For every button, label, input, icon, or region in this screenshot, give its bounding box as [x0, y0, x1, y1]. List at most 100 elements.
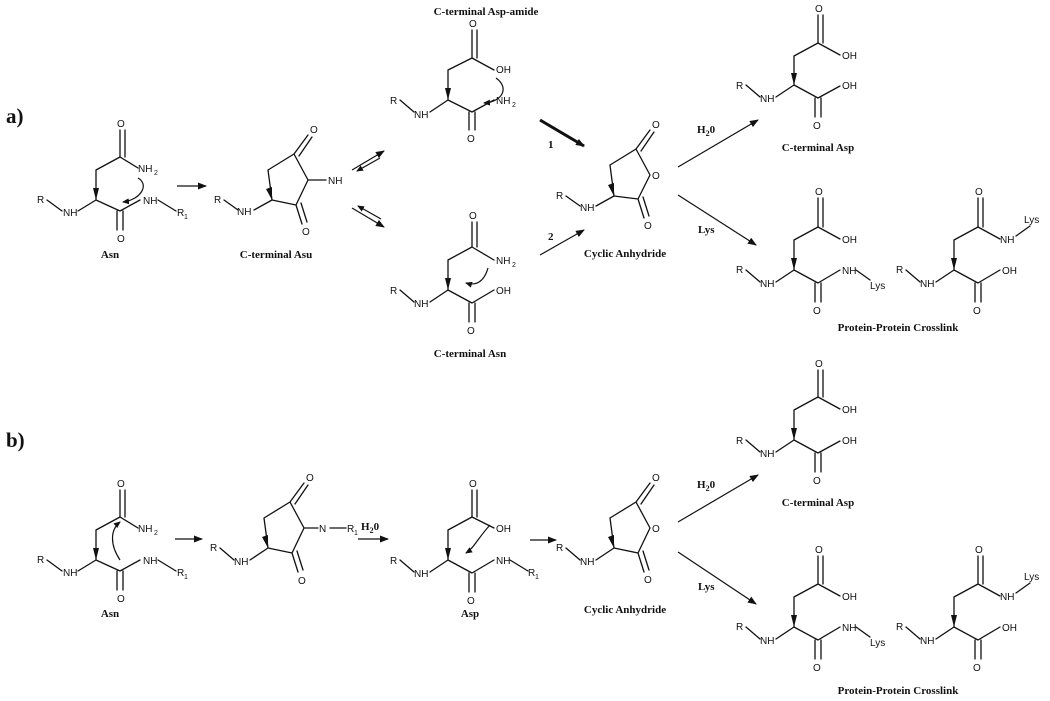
- atom-label: O: [469, 211, 477, 222]
- atom-label: O: [469, 479, 477, 490]
- asp-structure-b: R NH O OH NH R 1 O: [390, 479, 539, 607]
- atom-label: 1: [354, 530, 358, 537]
- atom-label: R: [390, 286, 397, 297]
- atom-label: NH: [63, 208, 77, 219]
- atom-label: NH: [143, 196, 157, 207]
- atom-label: O: [298, 576, 306, 587]
- atom-label: R: [177, 208, 184, 219]
- label-path-1: 1: [548, 139, 554, 151]
- crosslink-left-structure-a: R NH O OH NH Lys O: [736, 187, 885, 317]
- reagent-h2o-a: H20: [697, 124, 716, 138]
- atom-label: NH: [414, 299, 428, 310]
- atom-label: R: [736, 436, 743, 447]
- arrow-anhydride-to-crosslink-a: [677, 194, 757, 246]
- atom-label: NH: [414, 110, 428, 121]
- atom-label: O: [467, 596, 475, 607]
- caption-asn-a: Asn: [101, 249, 119, 261]
- atom-label: OH: [842, 592, 857, 603]
- atom-label: R: [736, 622, 743, 633]
- atom-label: 1: [184, 574, 188, 581]
- atom-label: NH: [496, 556, 510, 567]
- reagent-h2o-b: H20: [697, 479, 716, 493]
- atom-label: 1: [535, 574, 539, 581]
- arrow-path-1: [539, 118, 585, 148]
- atom-label: O: [815, 545, 823, 556]
- caption-c-terminal-asn: C-terminal Asn: [434, 348, 506, 360]
- asp-amide-structure: R NH O OH NH 2 O: [390, 19, 516, 145]
- arrow-anhydride-to-asp-a: [677, 119, 759, 168]
- atom-label: NH: [760, 449, 774, 460]
- crosslink-right-structure-a: R NH O NH Lys OH O: [896, 187, 1039, 317]
- atom-label: OH: [1002, 623, 1017, 634]
- atom-label: O: [975, 545, 983, 556]
- c-terminal-asp-structure-a: R NH O OH OH O: [736, 4, 857, 132]
- atom-label: O: [302, 227, 310, 238]
- c-terminal-asp-structure-b: R NH O OH OH O: [736, 359, 857, 487]
- atom-label: O: [813, 121, 821, 132]
- atom-label: O: [652, 171, 660, 182]
- atom-label: NH: [414, 569, 428, 580]
- reagent-lys-b: Lys: [698, 581, 715, 593]
- atom-label: Lys: [870, 281, 885, 292]
- atom-label: 2: [512, 262, 516, 269]
- atom-label: NH: [63, 568, 77, 579]
- asn-structure-b: R NH O NH 2 NH O R 1: [37, 479, 188, 605]
- atom-label: R: [528, 568, 535, 579]
- atom-label: OH: [842, 405, 857, 416]
- atom-label: O: [975, 187, 983, 198]
- atom-label: O: [117, 234, 125, 245]
- atom-label: O: [813, 663, 821, 674]
- arrow-anhydride-to-crosslink-b: [677, 551, 757, 605]
- atom-label: NH: [143, 556, 157, 567]
- atom-label: OH: [842, 235, 857, 246]
- atom-label: Lys: [1024, 215, 1039, 226]
- atom-label: R: [214, 195, 221, 206]
- atom-label: R: [556, 543, 563, 554]
- atom-label: OH: [1002, 266, 1017, 277]
- atom-label: O: [815, 187, 823, 198]
- atom-label: R: [177, 568, 184, 579]
- succinimide-structure-b: R NH O N R 1 O: [210, 473, 358, 587]
- atom-label: O: [973, 663, 981, 674]
- atom-label: NH: [1000, 592, 1014, 603]
- c-terminal-asn-structure: R NH O NH 2 OH O: [390, 211, 516, 337]
- arrow-anhydride-to-asp-b: [677, 474, 759, 523]
- reagent-lys-a: Lys: [698, 224, 715, 236]
- atom-label: O: [467, 134, 475, 145]
- atom-label: R: [37, 195, 44, 206]
- atom-label: O: [813, 306, 821, 317]
- atom-label: OH: [496, 65, 511, 76]
- atom-label: O: [467, 326, 475, 337]
- atom-label: N: [319, 524, 326, 535]
- atom-label: OH: [842, 81, 857, 92]
- atom-label: NH: [138, 524, 152, 535]
- asu-structure: R NH O NH O: [214, 125, 342, 238]
- caption-cyclic-anhydride-b: Cyclic Anhydride: [584, 604, 666, 616]
- atom-label: OH: [496, 286, 511, 297]
- atom-label: O: [813, 476, 821, 487]
- caption-c-terminal-asp-amide: C-terminal Asp-amide: [434, 6, 539, 18]
- atom-label: R: [896, 622, 903, 633]
- atom-label: O: [306, 473, 314, 484]
- atom-label: 2: [512, 102, 516, 109]
- panel-label-b: b): [6, 428, 25, 452]
- arrow-asu-to-amide: [351, 150, 385, 171]
- atom-label: R: [736, 81, 743, 92]
- atom-label: O: [652, 524, 660, 535]
- atom-label: O: [815, 4, 823, 15]
- atom-label: NH: [760, 636, 774, 647]
- atom-label: NH: [580, 203, 594, 214]
- caption-c-terminal-asp-a: C-terminal Asp: [782, 142, 854, 154]
- cyclic-anhydride-structure-b: R NH O O O: [556, 473, 660, 586]
- atom-label: NH: [328, 176, 342, 187]
- arrow-path-2: [539, 229, 585, 256]
- crosslink-right-structure-b: R NH O NH Lys OH O: [896, 545, 1039, 674]
- atom-label: 2: [154, 530, 158, 537]
- atom-label: NH: [496, 256, 510, 267]
- atom-label: O: [973, 306, 981, 317]
- atom-label: 1: [184, 214, 188, 221]
- caption-crosslink-a: Protein-Protein Crosslink: [838, 322, 960, 334]
- atom-label: NH: [920, 279, 934, 290]
- atom-label: R: [896, 265, 903, 276]
- atom-label: Lys: [1024, 572, 1039, 583]
